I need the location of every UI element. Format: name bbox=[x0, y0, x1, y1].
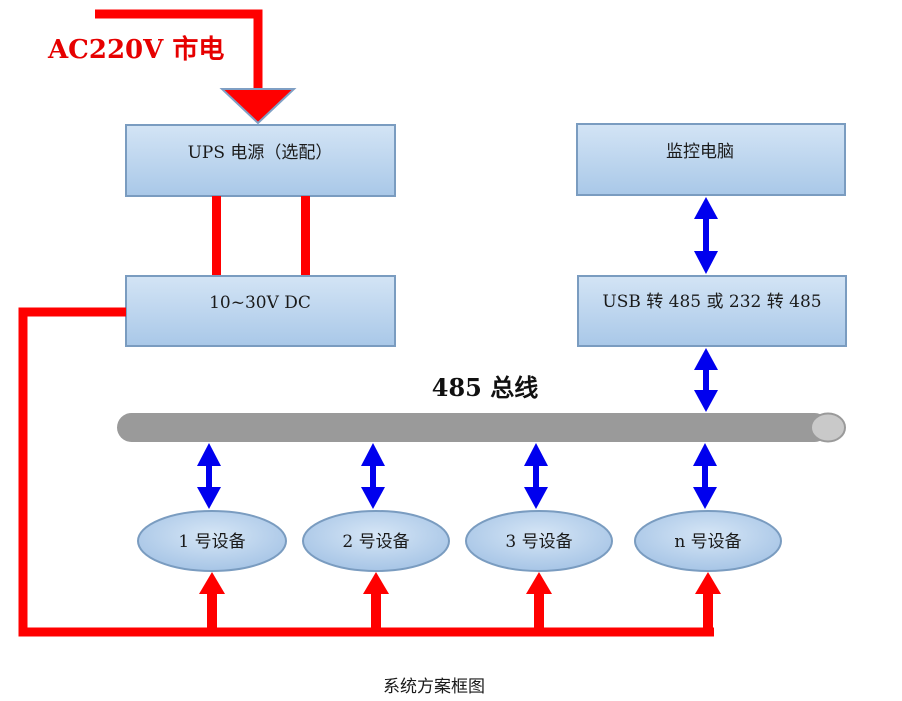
device-n-label: n 号设备 bbox=[674, 532, 741, 552]
bus-device-arrow-n bbox=[693, 443, 717, 509]
monitor-pc-box-label: 监控电脑 bbox=[666, 142, 734, 162]
mains-power-line bbox=[95, 9, 297, 125]
device-1: 1 号设备 bbox=[137, 510, 287, 572]
converter-box-label: USB 转 485 或 232 转 485 bbox=[602, 292, 821, 312]
power-distribution-line bbox=[18, 307, 721, 637]
mains-label: AC220V 市电 bbox=[47, 34, 224, 65]
power-arrow-device-3 bbox=[526, 572, 552, 632]
monitor-pc-box: 监控电脑 bbox=[576, 123, 846, 196]
dc-box-rect bbox=[125, 275, 396, 347]
figure-caption: 系统方案框图 bbox=[383, 677, 485, 697]
bus-end-cap bbox=[810, 412, 846, 443]
rs485-bus bbox=[117, 412, 846, 443]
device-3: 3 号设备 bbox=[465, 510, 613, 572]
power-arrow-device-2 bbox=[363, 572, 389, 632]
device-2-label: 2 号设备 bbox=[342, 532, 409, 552]
device-3-label: 3 号设备 bbox=[505, 532, 572, 552]
power-loop-path bbox=[18, 307, 714, 637]
ups-dc-line-right bbox=[301, 196, 310, 276]
bus-label: 485 总线 bbox=[432, 373, 538, 402]
ups-box-label: UPS 电源（选配） bbox=[188, 143, 333, 163]
bus-device-arrow-2 bbox=[361, 443, 385, 509]
pc-converter-arrow bbox=[694, 197, 718, 274]
ups-box-rect bbox=[125, 124, 396, 197]
mains-arrow-head bbox=[219, 88, 297, 125]
converter-bus-arrow bbox=[694, 348, 718, 412]
bus-device-arrow-1 bbox=[197, 443, 221, 509]
device-n: n 号设备 bbox=[634, 510, 782, 572]
mains-line-path bbox=[95, 9, 263, 92]
dc-box: 10~30V DC bbox=[125, 275, 396, 347]
monitor-pc-box-rect bbox=[576, 123, 846, 196]
power-arrow-device-n bbox=[695, 572, 721, 632]
ups-dc-line-left bbox=[212, 196, 221, 276]
converter-box: USB 转 485 或 232 转 485 bbox=[577, 275, 847, 347]
ups-box: UPS 电源（选配） bbox=[125, 124, 396, 197]
converter-box-rect bbox=[577, 275, 847, 347]
power-arrow-device-1 bbox=[199, 572, 225, 632]
dc-box-label: 10~30V DC bbox=[209, 293, 311, 313]
device-1-label: 1 号设备 bbox=[178, 532, 245, 552]
device-2: 2 号设备 bbox=[302, 510, 450, 572]
bus-device-arrow-3 bbox=[524, 443, 548, 509]
bus-body bbox=[117, 413, 829, 442]
